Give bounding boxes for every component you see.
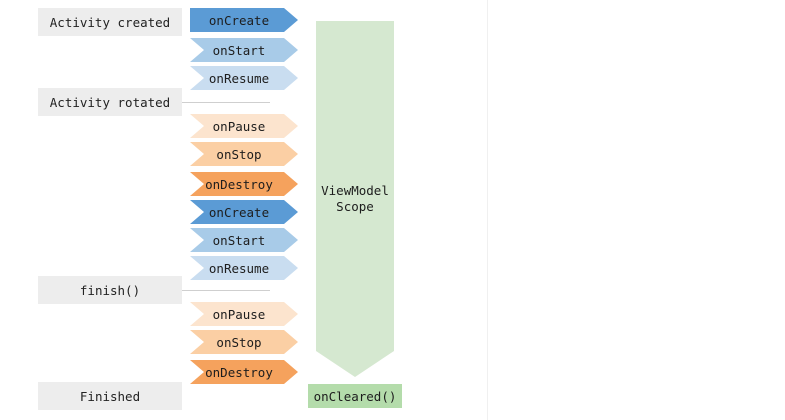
lifecycle-step-destroy-2: onDestroy [190,360,298,384]
page-divider [487,0,488,420]
state-label-finished: Finished [38,382,182,410]
lifecycle-step-start-1: onStart [190,38,298,62]
viewmodel-scope-arrow: ViewModel Scope [316,21,394,377]
lifecycle-step-start-2: onStart [190,228,298,252]
state-label-activity-rotated: Activity rotated [38,88,182,116]
lifecycle-step-stop-2: onStop [190,330,298,354]
lifecycle-step-create-2: onCreate [190,200,298,224]
viewmodel-scope-line-2: Scope [336,199,374,214]
connector-line-finish [182,290,270,291]
viewmodel-scope-label: ViewModel Scope [321,183,389,215]
lifecycle-step-destroy-1: onDestroy [190,172,298,196]
lifecycle-step-pause-1: onPause [190,114,298,138]
connector-line-activity-rotated [182,102,270,103]
lifecycle-step-stop-1: onStop [190,142,298,166]
lifecycle-step-resume-2: onResume [190,256,298,280]
lifecycle-step-create-1: onCreate [190,8,298,32]
lifecycle-step-pause-2: onPause [190,302,298,326]
state-label-activity-created: Activity created [38,8,182,36]
viewmodel-scope-line-1: ViewModel [321,183,389,198]
on-cleared-box: onCleared() [308,384,402,408]
lifecycle-step-resume-1: onResume [190,66,298,90]
state-label-finish: finish() [38,276,182,304]
